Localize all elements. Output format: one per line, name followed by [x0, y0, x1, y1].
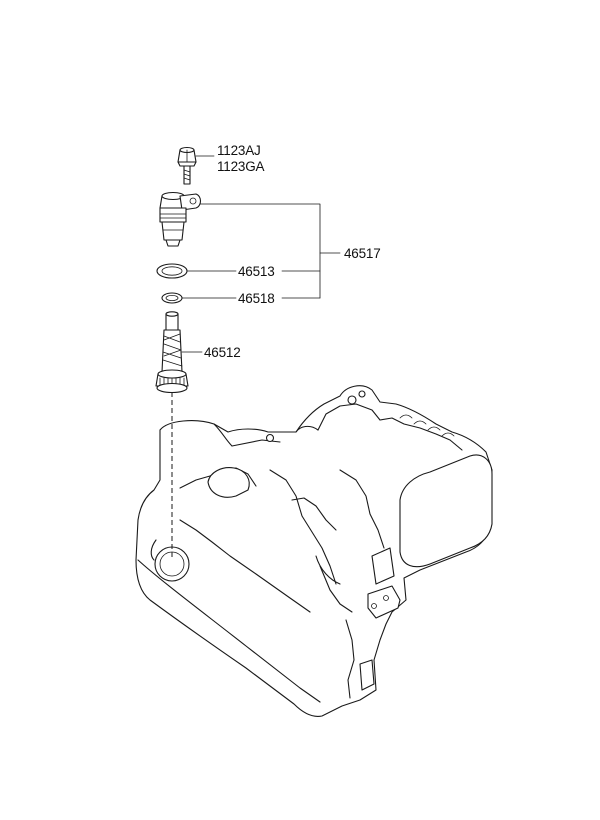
part-number-46512: 46512 — [204, 345, 241, 360]
leader-lines — [181, 155, 341, 353]
o-ring-small — [161, 292, 183, 304]
o-ring-large — [156, 263, 188, 279]
transmission-housing — [135, 385, 493, 717]
part-number-46518: 46518 — [238, 291, 275, 306]
driven-gear — [155, 311, 189, 394]
bolt — [177, 146, 197, 185]
part-number-1123aj: 1123AJ — [217, 143, 261, 158]
part-number-46517: 46517 — [344, 246, 381, 261]
speed-sensor — [159, 191, 202, 247]
part-number-1123ga: 1123GA — [217, 159, 265, 174]
part-number-46513: 46513 — [238, 264, 275, 279]
